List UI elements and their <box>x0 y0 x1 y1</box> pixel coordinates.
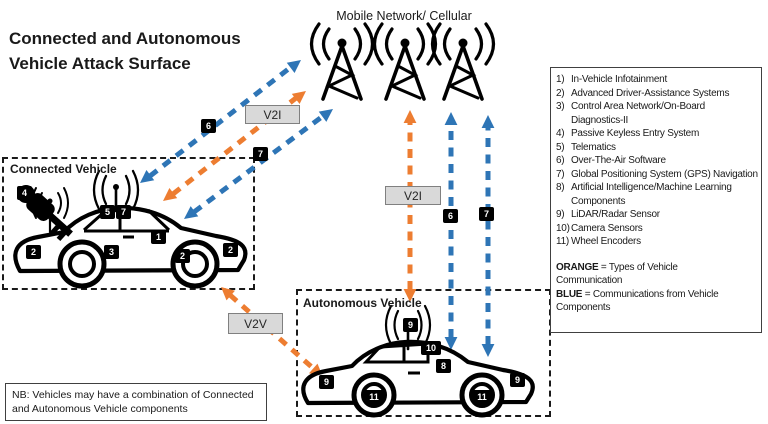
nb-note: NB: Vehicles may have a combination of C… <box>5 383 267 421</box>
legend-item-text: Over-The-Air Software <box>571 155 666 166</box>
badge-lidar-antenna: 9 <box>403 318 418 332</box>
legend-item: 6) Over-The-Air Software <box>556 154 758 168</box>
component-arrow-blue-6 <box>444 112 458 350</box>
legend-item-num: 6) <box>556 155 565 166</box>
badge-gps-diagonal: 7 <box>253 147 268 161</box>
v2i-diagonal-arrow-orange <box>163 91 306 201</box>
legend-item-num: 8) <box>556 182 565 193</box>
legend-item-text: Global Positioning System (GPS) Navigati… <box>571 168 758 180</box>
badge-telematics: 5 <box>100 205 115 219</box>
legend-item-text: Camera Sensors <box>571 222 643 234</box>
badge-wheel-encoder-rear: 11 <box>472 390 492 404</box>
autonomous-vehicle-title: Autonomous Vehicle <box>303 296 422 310</box>
badge-keyless-entry: 4 <box>17 186 32 200</box>
page-title-line2: Vehicle Attack Surface <box>9 54 191 73</box>
orange-key-line: ORANGE = Types of Vehicle Communication <box>556 261 728 288</box>
legend-item-text: Wheel Encoders <box>571 236 641 247</box>
badge-ai-ml: 8 <box>436 359 451 373</box>
badge-lidar-rear: 9 <box>510 373 525 387</box>
legend-item-text: LiDAR/Radar Sensor <box>571 209 660 220</box>
badge-adas-mid: 2 <box>175 249 190 263</box>
radio-waves-icon <box>430 22 496 66</box>
component-arrow-blue-7 <box>481 115 495 357</box>
blue-key-line: BLUE = Communications from Vehicle Compo… <box>556 288 728 315</box>
legend-item-text: Control Area Network/On-Board Diagnostic… <box>571 101 705 126</box>
v2i-vertical-label: V2I <box>385 186 441 205</box>
legend-item-num: 5) <box>556 141 565 153</box>
badge-gps: 7 <box>116 205 131 219</box>
legend-item-text: In-Vehicle Infotainment <box>571 74 667 85</box>
v2v-label: V2V <box>228 313 283 334</box>
legend-item-text: Telematics <box>571 141 616 153</box>
legend-item: 9) LiDAR/Radar Sensor <box>556 208 758 222</box>
legend-item-text: Advanced Driver-Assistance Systems <box>571 87 730 99</box>
autonomous-car <box>301 304 535 418</box>
legend-item: 10)Camera Sensors <box>556 222 758 236</box>
key-fob-antenna-icon <box>31 187 69 234</box>
mobile-network-label: Mobile Network/ Cellular <box>336 9 472 23</box>
orange-key-term: ORANGE <box>556 261 599 273</box>
legend-item-num: 3) <box>556 101 565 112</box>
v2i-vertical-arrow-orange <box>403 110 417 302</box>
badge-adas-rear: 2 <box>223 243 238 257</box>
badge-can-obd: 3 <box>104 245 119 259</box>
component-legend: 1) In-Vehicle Infotainment 2) Advanced Dri… <box>550 67 762 333</box>
connected-car <box>13 169 248 289</box>
cell-tower-2 <box>372 22 438 101</box>
badge-gps-vertical: 7 <box>479 207 494 221</box>
legend-item: 4) Passive Keyless Entry System <box>556 127 758 141</box>
legend-item: 5) Telematics <box>556 141 758 155</box>
legend-item-num: 9) <box>556 209 565 220</box>
legend-color-key: ORANGE = Types of Vehicle Communication … <box>556 261 728 315</box>
badge-ota-diagonal: 6 <box>201 119 216 133</box>
legend-item: 11)Wheel Encoders <box>556 235 758 249</box>
legend-item-num: 4) <box>556 128 565 139</box>
blue-key-term: BLUE <box>556 288 583 300</box>
legend-item: 3) Control Area Network/On-Board Diagnost… <box>556 100 758 127</box>
badge-lidar-front: 9 <box>319 375 334 389</box>
v2i-diagonal-label: V2I <box>245 105 300 124</box>
blue-key-desc: = Communications from Vehicle Components <box>556 288 719 314</box>
radio-waves-icon <box>309 22 375 66</box>
orange-key-desc: = Types of Vehicle Communication <box>556 261 678 287</box>
badge-ota-vertical: 6 <box>443 209 458 223</box>
legend-item-num: 2) <box>556 87 565 99</box>
radio-waves-icon <box>372 22 438 66</box>
badge-adas-front: 2 <box>26 245 41 259</box>
car-windows <box>83 208 171 233</box>
v2i-diagonal-arrow-blue-2 <box>184 109 333 219</box>
legend-item-num: 11) <box>556 236 569 247</box>
badge-infotainment: 1 <box>151 230 166 244</box>
badge-camera: 10 <box>421 341 441 355</box>
legend-item-num: 1) <box>556 74 565 85</box>
legend-item: 7) Global Positioning System (GPS) Naviga… <box>556 168 758 182</box>
legend-item: 8) Artificial Intelligence/Machine Learni… <box>556 181 758 208</box>
legend-item: 1) In-Vehicle Infotainment <box>556 73 758 87</box>
page-title: Connected and Autonomous Vehicle Attack … <box>9 26 269 76</box>
legend-item-num: 7) <box>556 168 565 180</box>
connected-vehicle-box <box>2 157 255 290</box>
connected-vehicle-title: Connected Vehicle <box>10 162 117 176</box>
badge-wheel-encoder-front: 11 <box>364 390 384 404</box>
legend-item-text: Artificial Intelligence/Machine Learning… <box>571 182 732 207</box>
legend-item-num: 10) <box>556 222 570 234</box>
lidar-antenna-icon <box>384 304 432 351</box>
v2i-diagonal-arrow-blue-1 <box>140 60 301 183</box>
cell-tower-3 <box>430 22 496 101</box>
page-title-line1: Connected and Autonomous <box>9 29 241 48</box>
legend-item: 2) Advanced Driver-Assistance Systems <box>556 87 758 101</box>
legend-item-text: Passive Keyless Entry System <box>571 128 700 139</box>
cell-tower-1 <box>309 22 375 101</box>
